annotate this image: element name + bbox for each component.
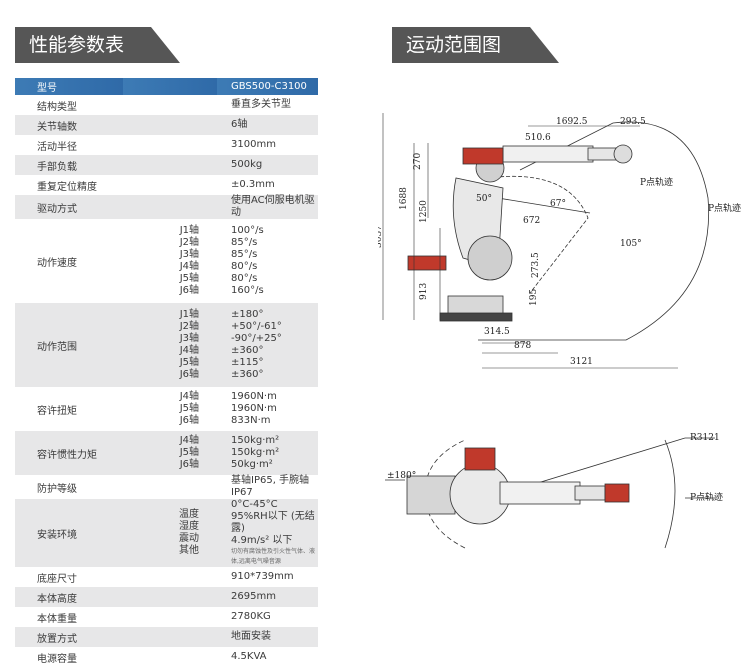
spec-key: 安装环境 bbox=[15, 499, 123, 567]
dim-878: 878 bbox=[514, 341, 531, 351]
spec-key: 关节轴数 bbox=[15, 115, 123, 135]
range-title: 运动范围图 bbox=[406, 34, 502, 56]
spec-value: 6轴 bbox=[217, 115, 318, 135]
side-view-drawing: 1692.5 293.5 510.6 270 1688 1250 3057 91… bbox=[378, 108, 746, 378]
spec-key: 动作速度 bbox=[37, 257, 77, 269]
spec-value: 垂直多关节型 bbox=[231, 99, 291, 110]
spec-key: 结构类型 bbox=[37, 101, 77, 113]
spec-row-weight: 本体重量 2780KG bbox=[15, 607, 318, 627]
spec-value: 2780KG bbox=[231, 611, 271, 622]
spec-key: 容许惯性力矩 bbox=[15, 431, 123, 475]
spec-key: 本体高度 bbox=[15, 587, 123, 607]
p-track-label-1: P点轨迹 bbox=[640, 176, 673, 188]
p-track-label-top: P点轨迹 bbox=[690, 491, 723, 503]
range-title-banner: 运动范围图 bbox=[392, 27, 559, 63]
spec-row-radius: 活动半径 3100mm bbox=[15, 135, 318, 155]
spec-key: 重复定位精度 bbox=[37, 181, 97, 193]
spec-row-axes: 关节轴数 6轴 bbox=[15, 115, 318, 135]
spec-key: 防护等级 bbox=[37, 483, 77, 495]
spec-key: 容许扭矩 bbox=[37, 405, 77, 417]
dim-293: 293.5 bbox=[620, 117, 646, 127]
spec-key: 活动半径 bbox=[37, 141, 77, 153]
dim-1692: 1692.5 bbox=[556, 117, 588, 127]
dim-pm180: ±180° bbox=[387, 471, 416, 481]
dim-270: 270 bbox=[413, 153, 423, 170]
angle-67: 67° bbox=[550, 199, 566, 209]
spec-value: 910*739mm bbox=[231, 571, 294, 582]
dim-672: 672 bbox=[523, 216, 540, 226]
dim-3121: 3121 bbox=[570, 357, 593, 367]
dim-3057: 3057 bbox=[378, 225, 384, 248]
angle-50: 50° bbox=[476, 194, 492, 204]
spec-value: ±0.3mm bbox=[231, 179, 275, 190]
spec-key: 放置方式 bbox=[15, 627, 123, 647]
spec-row-protection: 防护等级 基轴IP65, 手腕轴IP67 bbox=[15, 475, 318, 499]
spec-row-payload: 手部负载 500kg bbox=[15, 155, 318, 175]
spec-row-model: 型号 GBS500-C3100 bbox=[15, 78, 318, 95]
top-view-drawing: ±180° R3121 P点轨迹 bbox=[385, 428, 735, 568]
spec-value: 3100mm bbox=[231, 139, 276, 150]
spec-value: 500kg bbox=[217, 155, 318, 175]
dim-r3121: R3121 bbox=[690, 433, 720, 443]
spec-key: 动作范围 bbox=[15, 303, 123, 387]
spec-value: 基轴IP65, 手腕轴IP67 bbox=[231, 475, 310, 498]
spec-value: 4.5KVA bbox=[231, 651, 267, 662]
spec-key: 驱动方式 bbox=[15, 195, 123, 219]
spec-row-height: 本体高度 2695mm bbox=[15, 587, 318, 607]
spec-value: 使用AC伺服电机驱动 bbox=[217, 195, 318, 219]
spec-title: 性能参数表 bbox=[29, 34, 125, 56]
spec-key: 本体重量 bbox=[37, 613, 77, 625]
spec-key: 手部负载 bbox=[15, 155, 123, 175]
spec-subs: 温度湿度 震动其他 bbox=[123, 499, 217, 567]
spec-value: 2695mm bbox=[217, 587, 318, 607]
dim-913: 913 bbox=[419, 283, 429, 300]
environment-note: 切勿有腐蚀性及引火性气体、液体,远离电气噪音源 bbox=[231, 548, 316, 565]
dim-314: 314.5 bbox=[484, 327, 510, 337]
spec-value: GBS500-C3100 bbox=[217, 78, 318, 95]
dim-273: 273.5 bbox=[531, 252, 541, 278]
dim-510: 510.6 bbox=[525, 133, 551, 143]
dim-1250: 1250 bbox=[419, 200, 429, 223]
spec-title-banner: 性能参数表 bbox=[15, 27, 180, 63]
spec-table: 型号 GBS500-C3100 结构类型 垂直多关节型 关节轴数 6轴 活动半径… bbox=[15, 78, 318, 667]
angle-105: 105° bbox=[620, 239, 642, 249]
spec-row-repeatability: 重复定位精度 ±0.3mm bbox=[15, 175, 318, 195]
dim-195: 195 bbox=[529, 289, 539, 306]
p-track-label-2: P点轨迹 bbox=[708, 202, 741, 214]
spec-key: 底座尺寸 bbox=[37, 573, 77, 585]
spec-row-power: 电源容量 4.5KVA bbox=[15, 647, 318, 667]
spec-row-base: 底座尺寸 910*739mm bbox=[15, 567, 318, 587]
spec-row-mounting: 放置方式 地面安装 bbox=[15, 627, 318, 647]
dim-1688: 1688 bbox=[399, 187, 409, 210]
spec-key: 电源容量 bbox=[37, 653, 77, 665]
spec-value: 地面安装 bbox=[217, 627, 318, 647]
spec-row-structure: 结构类型 垂直多关节型 bbox=[15, 95, 318, 115]
spec-row-drive: 驱动方式 使用AC伺服电机驱动 bbox=[15, 195, 318, 219]
spec-key: 型号 bbox=[15, 78, 123, 95]
spec-values: ±180°+50°/-61°-90°/+25° ±360°±115°±360° bbox=[217, 303, 318, 387]
